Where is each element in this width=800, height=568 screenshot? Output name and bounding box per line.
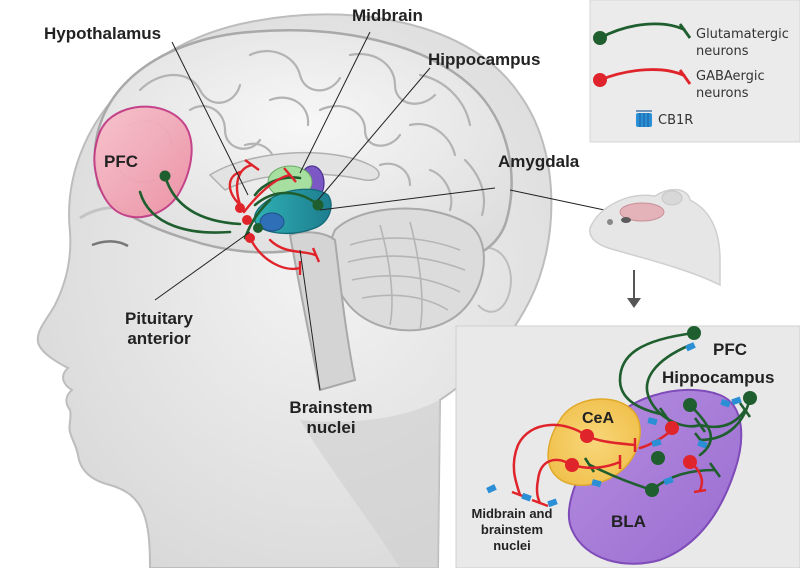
brainstem-label-line1: Brainstem (289, 398, 373, 417)
inset-bla-gaba-soma-1 (665, 421, 679, 435)
neck-shading (300, 400, 440, 568)
inset-midbrain-line3: nuclei (493, 538, 531, 553)
legend-gabaergic-label: GABAergic neurons (696, 68, 765, 102)
down-arrow-icon (627, 270, 641, 308)
inset-bla-gaba-soma-2 (683, 455, 697, 469)
brain-gabaergic-terminals (244, 159, 321, 275)
pfc-glutamatergic-soma (159, 170, 171, 182)
inset-cea-gaba-soma-2 (565, 458, 579, 472)
pituitary-label-line1: Pituitary (124, 309, 194, 328)
rat-head-illustration (589, 188, 721, 287)
leader-lines (154, 31, 629, 391)
inset-cea-label: CeA (582, 410, 615, 427)
hypothalamus-gabaergic-soma-2 (242, 215, 252, 225)
amygdala-region (259, 212, 285, 232)
pfc-region (93, 105, 193, 219)
ear-shape (474, 246, 512, 313)
legend-gabaergic-symbol (593, 68, 692, 87)
inset-cea-gaba-soma-1 (580, 429, 594, 443)
inset-midbrain-line1: Midbrain and (471, 506, 553, 521)
cerebellum (328, 207, 485, 332)
inset-pfc-soma-1 (687, 326, 701, 340)
hypothalamus-gabaergic-soma-3 (245, 233, 255, 243)
legend-glutamatergic-line1: Glutamatergic (696, 27, 789, 42)
pituitary-label-line2: anterior (127, 329, 191, 348)
inset-bla-soma-2 (651, 451, 665, 465)
legend-gabaergic-line2: neurons (696, 86, 749, 101)
inset-midbrain-brainstem-label: Midbrain and brainstem nuclei (464, 506, 560, 554)
eye-shape (91, 240, 129, 248)
legend-box (589, 0, 800, 143)
hypothalamus-gabaergic-soma-1 (235, 203, 245, 213)
inset-bla-soma-3 (645, 483, 659, 497)
cb1r-receptor-marks (486, 342, 742, 508)
legend-glutamatergic-symbol (593, 22, 692, 45)
hypothalamus-label: Hypothalamus (44, 24, 162, 43)
legend-glutamatergic-label: Glutamatergic neurons (696, 26, 789, 60)
inset-gabaergic-terminals (511, 438, 707, 508)
inset-hippocampus-soma (743, 391, 757, 405)
inset-glutamatergic-pathways (588, 331, 752, 492)
pituitary-label: Pituitary anterior (104, 309, 214, 349)
hippocampus-glutamatergic-soma (312, 199, 324, 211)
brainstem-label-line2: nuclei (306, 418, 356, 437)
inset-pfc-label: PFC (713, 340, 747, 359)
brainstem-nuclei-label: Brainstem nuclei (276, 398, 386, 438)
cb1r-icon (636, 110, 652, 127)
midbrain-label: Midbrain (352, 6, 423, 25)
brainstem (288, 231, 357, 392)
inset-bla-label: BLA (611, 512, 646, 531)
inset-bla-soma-1 (683, 398, 697, 412)
legend-glutamatergic-line2: neurons (696, 44, 749, 59)
pfc-label: PFC (104, 152, 138, 171)
legend-gabaergic-line1: GABAergic (696, 69, 765, 84)
amygdala-label: Amygdala (498, 152, 580, 171)
hippocampus-label: Hippocampus (428, 50, 541, 69)
inset-midbrain-line2: brainstem (480, 522, 544, 537)
amygdala-glutamatergic-soma (253, 223, 263, 233)
legend-cb1r-label: CB1R (658, 113, 694, 128)
inset-hippocampus-label: Hippocampus (662, 368, 775, 387)
